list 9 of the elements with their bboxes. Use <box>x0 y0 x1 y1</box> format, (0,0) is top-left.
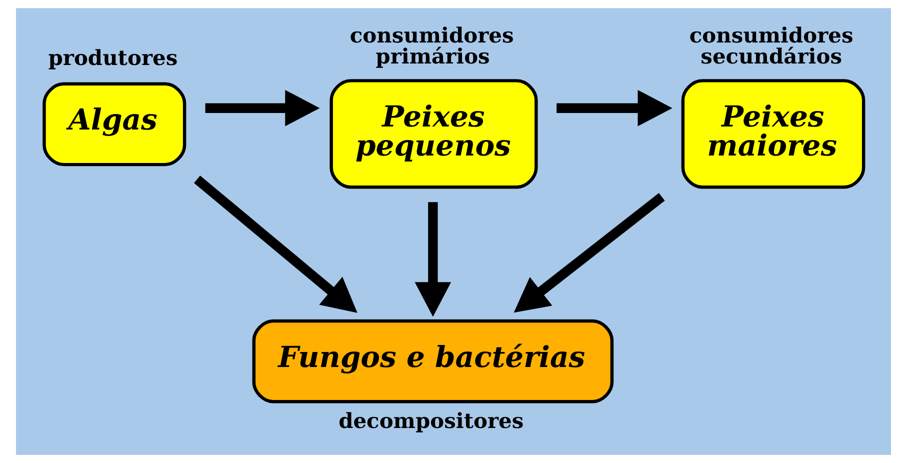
arrow <box>513 193 664 313</box>
node-label: produtores <box>48 45 178 70</box>
arrow <box>193 176 357 313</box>
arrow <box>204 90 320 126</box>
node-label: consumidores secundários <box>688 22 853 69</box>
node-label: decompositores <box>338 408 524 434</box>
arrow <box>414 202 451 317</box>
node-label: consumidores primários <box>349 22 514 69</box>
arrow <box>556 90 672 126</box>
